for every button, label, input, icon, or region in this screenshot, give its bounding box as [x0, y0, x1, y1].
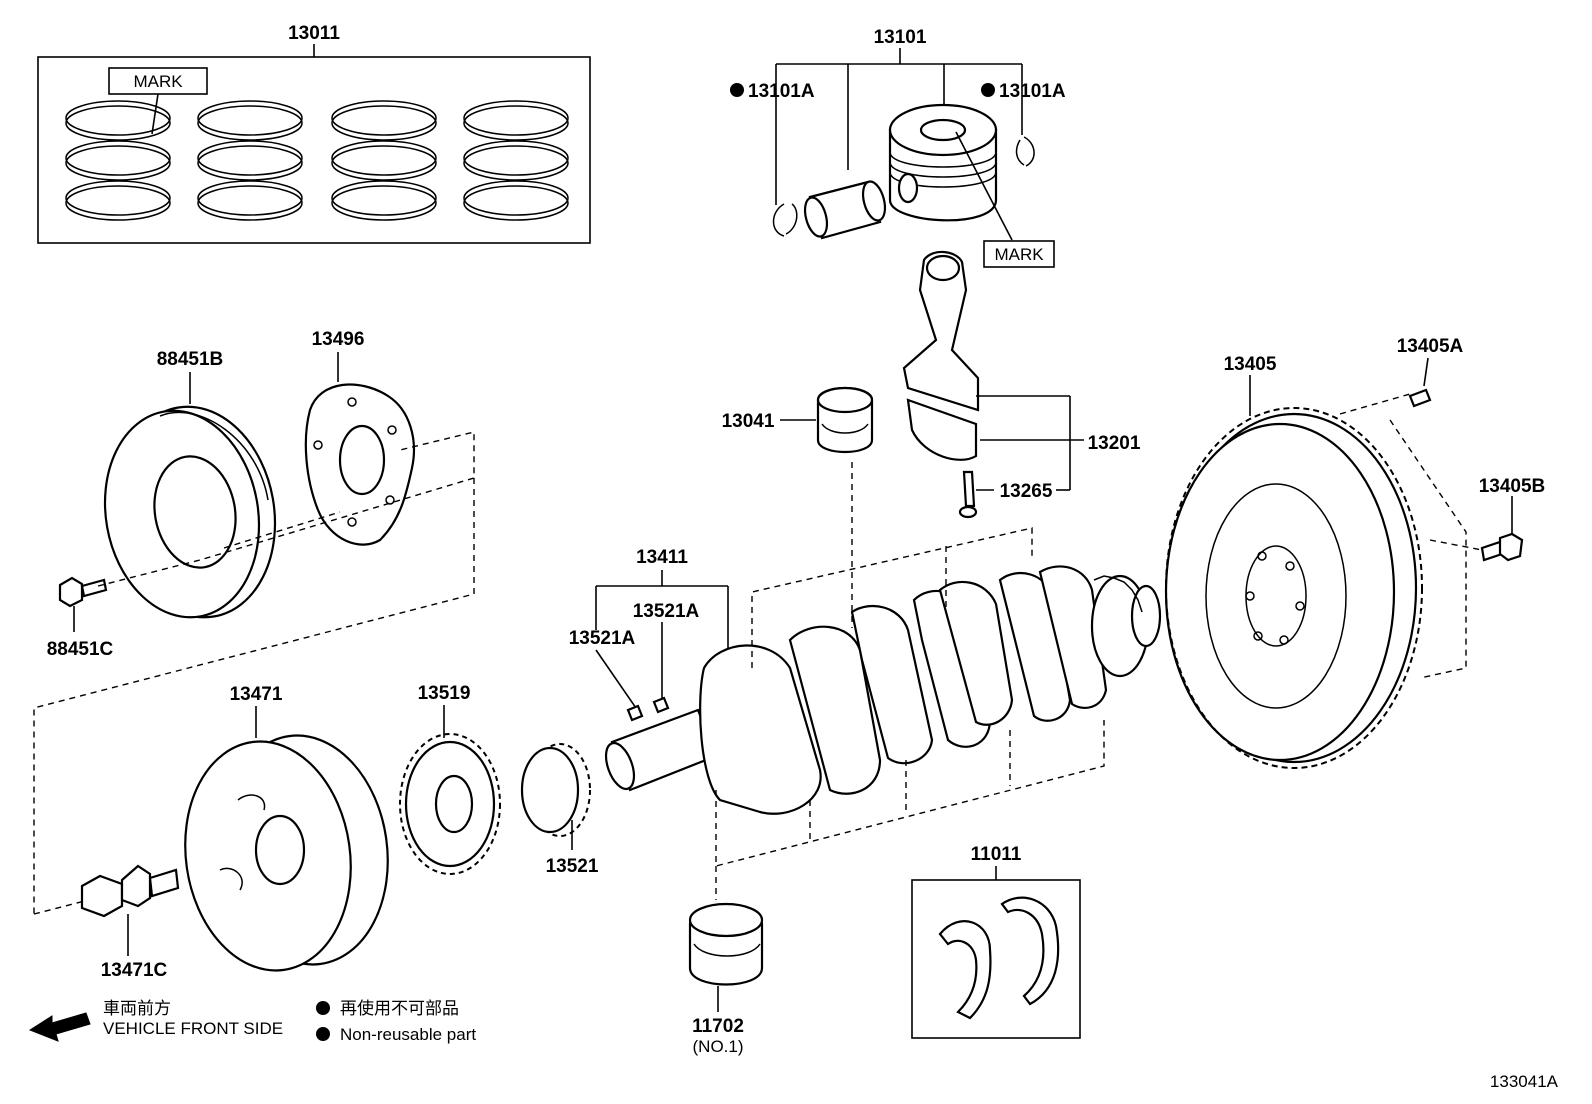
dashed-guide-flywheel [1339, 393, 1483, 679]
label-13101A-right[interactable]: 13101A [999, 81, 1066, 102]
label-13011[interactable]: 13011 [288, 23, 340, 44]
label-13101[interactable]: 13101 [874, 27, 927, 48]
bearing-13041[interactable] [780, 386, 874, 454]
label-13519[interactable]: 13519 [418, 683, 471, 704]
legend-front-en: VEHICLE FRONT SIDE [103, 1019, 283, 1038]
piston-assembly[interactable] [772, 48, 1055, 268]
piston-ring-set[interactable] [37, 44, 591, 244]
crankshaft-13411[interactable] [595, 565, 1162, 815]
bolt-13405B[interactable] [1480, 496, 1524, 562]
legend-nonreusable-dot-icon [316, 1001, 330, 1015]
label-13521A-lower[interactable]: 13521A [569, 628, 636, 649]
label-13405[interactable]: 13405 [1224, 354, 1277, 375]
figure-id: 133041A [1490, 1072, 1559, 1091]
label-13411[interactable]: 13411 [636, 547, 688, 568]
label-11011[interactable]: 11011 [971, 844, 1022, 865]
pin-13405A[interactable] [1408, 357, 1432, 408]
mark-label-piston: MARK [994, 245, 1044, 264]
label-11702-note: (NO.1) [693, 1037, 744, 1056]
bolt-88451C[interactable] [58, 576, 108, 632]
sprocket-13521[interactable] [520, 743, 591, 850]
label-13101A-left[interactable]: 13101A [748, 81, 815, 102]
thrust-washer-set-11011[interactable] [911, 866, 1081, 1039]
label-88451C[interactable]: 88451C [47, 639, 114, 660]
label-13521A-upper[interactable]: 13521A [633, 601, 700, 622]
bolt-13471C[interactable] [80, 864, 180, 956]
nonreusable-dot-13101A-left [730, 83, 744, 97]
ring-stack-4 [463, 100, 569, 221]
legend-front-jp: 車両前方 [103, 999, 171, 1018]
plate-13496[interactable] [304, 352, 416, 546]
legend-nonreusable-dot-icon-2 [316, 1027, 330, 1041]
label-11702[interactable]: 11702 [692, 1016, 744, 1037]
label-13201[interactable]: 13201 [1088, 433, 1141, 454]
ring-stack-2 [197, 100, 303, 221]
connecting-rod-13201[interactable] [902, 250, 1084, 519]
label-13521[interactable]: 13521 [546, 856, 599, 877]
main-bearing-11702[interactable] [688, 902, 764, 1012]
label-13265[interactable]: 13265 [1000, 481, 1053, 502]
pulley-88451B[interactable] [89, 372, 291, 630]
label-88451B[interactable]: 88451B [157, 349, 224, 370]
ring-stack-1 [65, 100, 171, 221]
flywheel-13405[interactable] [1164, 375, 1423, 769]
vehicle-front-arrow-icon [28, 1012, 91, 1042]
label-13496[interactable]: 13496 [312, 329, 365, 350]
legend-nonreusable-jp: 再使用不可部品 [340, 998, 459, 1018]
dashed-guide-crank [715, 462, 1105, 900]
label-13405B[interactable]: 13405B [1479, 476, 1546, 497]
label-13471[interactable]: 13471 [230, 684, 283, 705]
legend-nonreusable-en: Non-reusable part [340, 1025, 476, 1044]
crank-pulley-13471[interactable] [171, 706, 402, 981]
label-13405A[interactable]: 13405A [1397, 336, 1464, 357]
gear-13519[interactable] [399, 705, 501, 875]
label-13041[interactable]: 13041 [722, 411, 775, 432]
ring-stack-3 [331, 100, 437, 221]
nonreusable-dot-13101A-right [981, 83, 995, 97]
label-13471C[interactable]: 13471C [101, 960, 168, 981]
dashed-guide-left [33, 431, 475, 915]
mark-label-rings: MARK [133, 72, 183, 91]
